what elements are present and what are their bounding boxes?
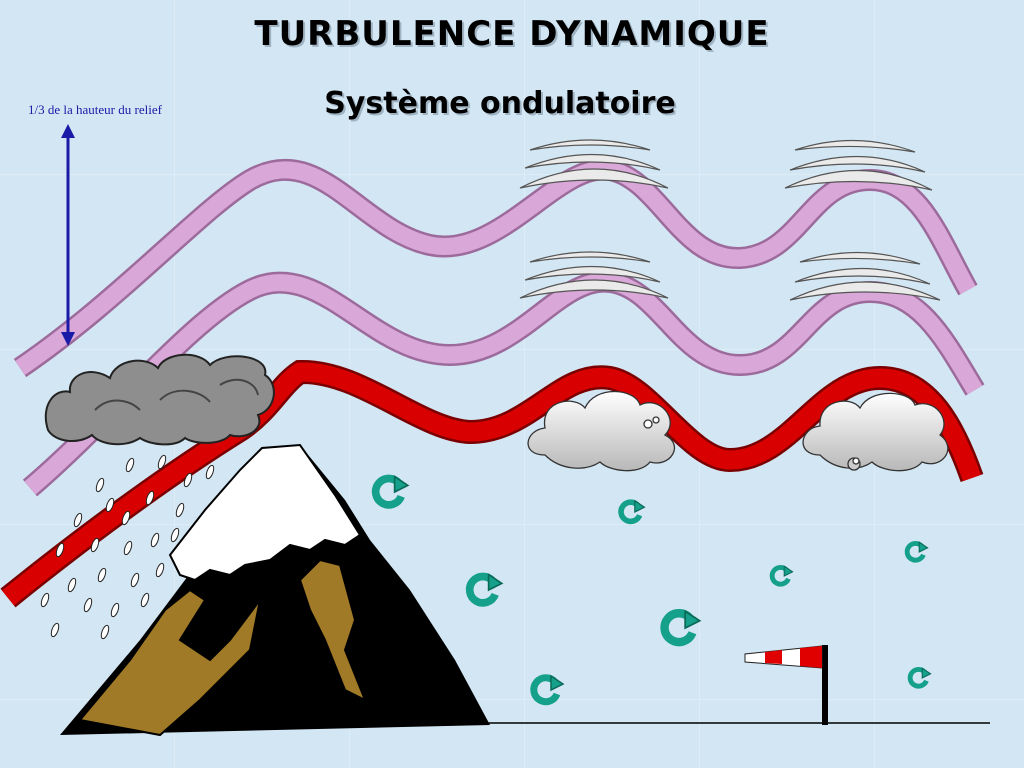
- page-title: TURBULENCE DYNAMIQUE: [254, 14, 770, 54]
- cumulus-cloud-icon: [527, 390, 676, 472]
- mountain-icon: [60, 443, 490, 737]
- rotor-arrow-icon: [371, 474, 410, 509]
- lenticular-cloud-icon: [789, 251, 941, 301]
- rotor-arrow-icon: [618, 499, 646, 525]
- rotor-arrow-icon: [465, 572, 504, 607]
- lenticular-cloud-icon: [784, 139, 933, 191]
- rotor-arrow-icon: [530, 674, 565, 706]
- windsock-icon: [744, 645, 828, 725]
- rain-cloud-icon: [44, 353, 275, 446]
- rotor-arrow-icon: [660, 609, 702, 647]
- rotor-arrow-icon: [904, 540, 929, 563]
- lenticular-cloud-icon: [519, 139, 669, 189]
- rotor-arrow-icon: [907, 666, 932, 689]
- rain-drops: [40, 454, 215, 640]
- height-label: 1/3 de la hauteur du relief: [28, 102, 162, 117]
- double-arrow-icon: [61, 124, 75, 346]
- rotor-arrow-icon: [769, 564, 794, 587]
- lenticular-cloud-icon: [519, 251, 669, 299]
- cumulus-cloud-icon: [802, 392, 949, 472]
- page-subtitle: Système ondulatoire: [324, 86, 676, 121]
- rotor-arrows: [371, 474, 932, 706]
